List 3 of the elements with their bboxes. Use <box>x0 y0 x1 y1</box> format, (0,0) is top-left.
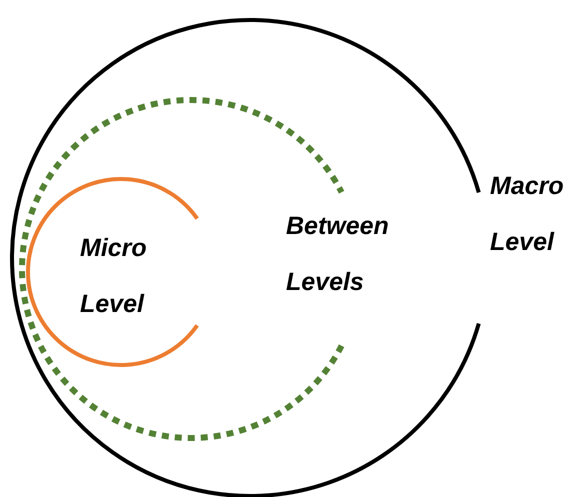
level-label: Macro Level <box>490 171 565 258</box>
level-label: Between Levels <box>286 211 390 298</box>
level-label: Micro Level <box>80 233 148 320</box>
